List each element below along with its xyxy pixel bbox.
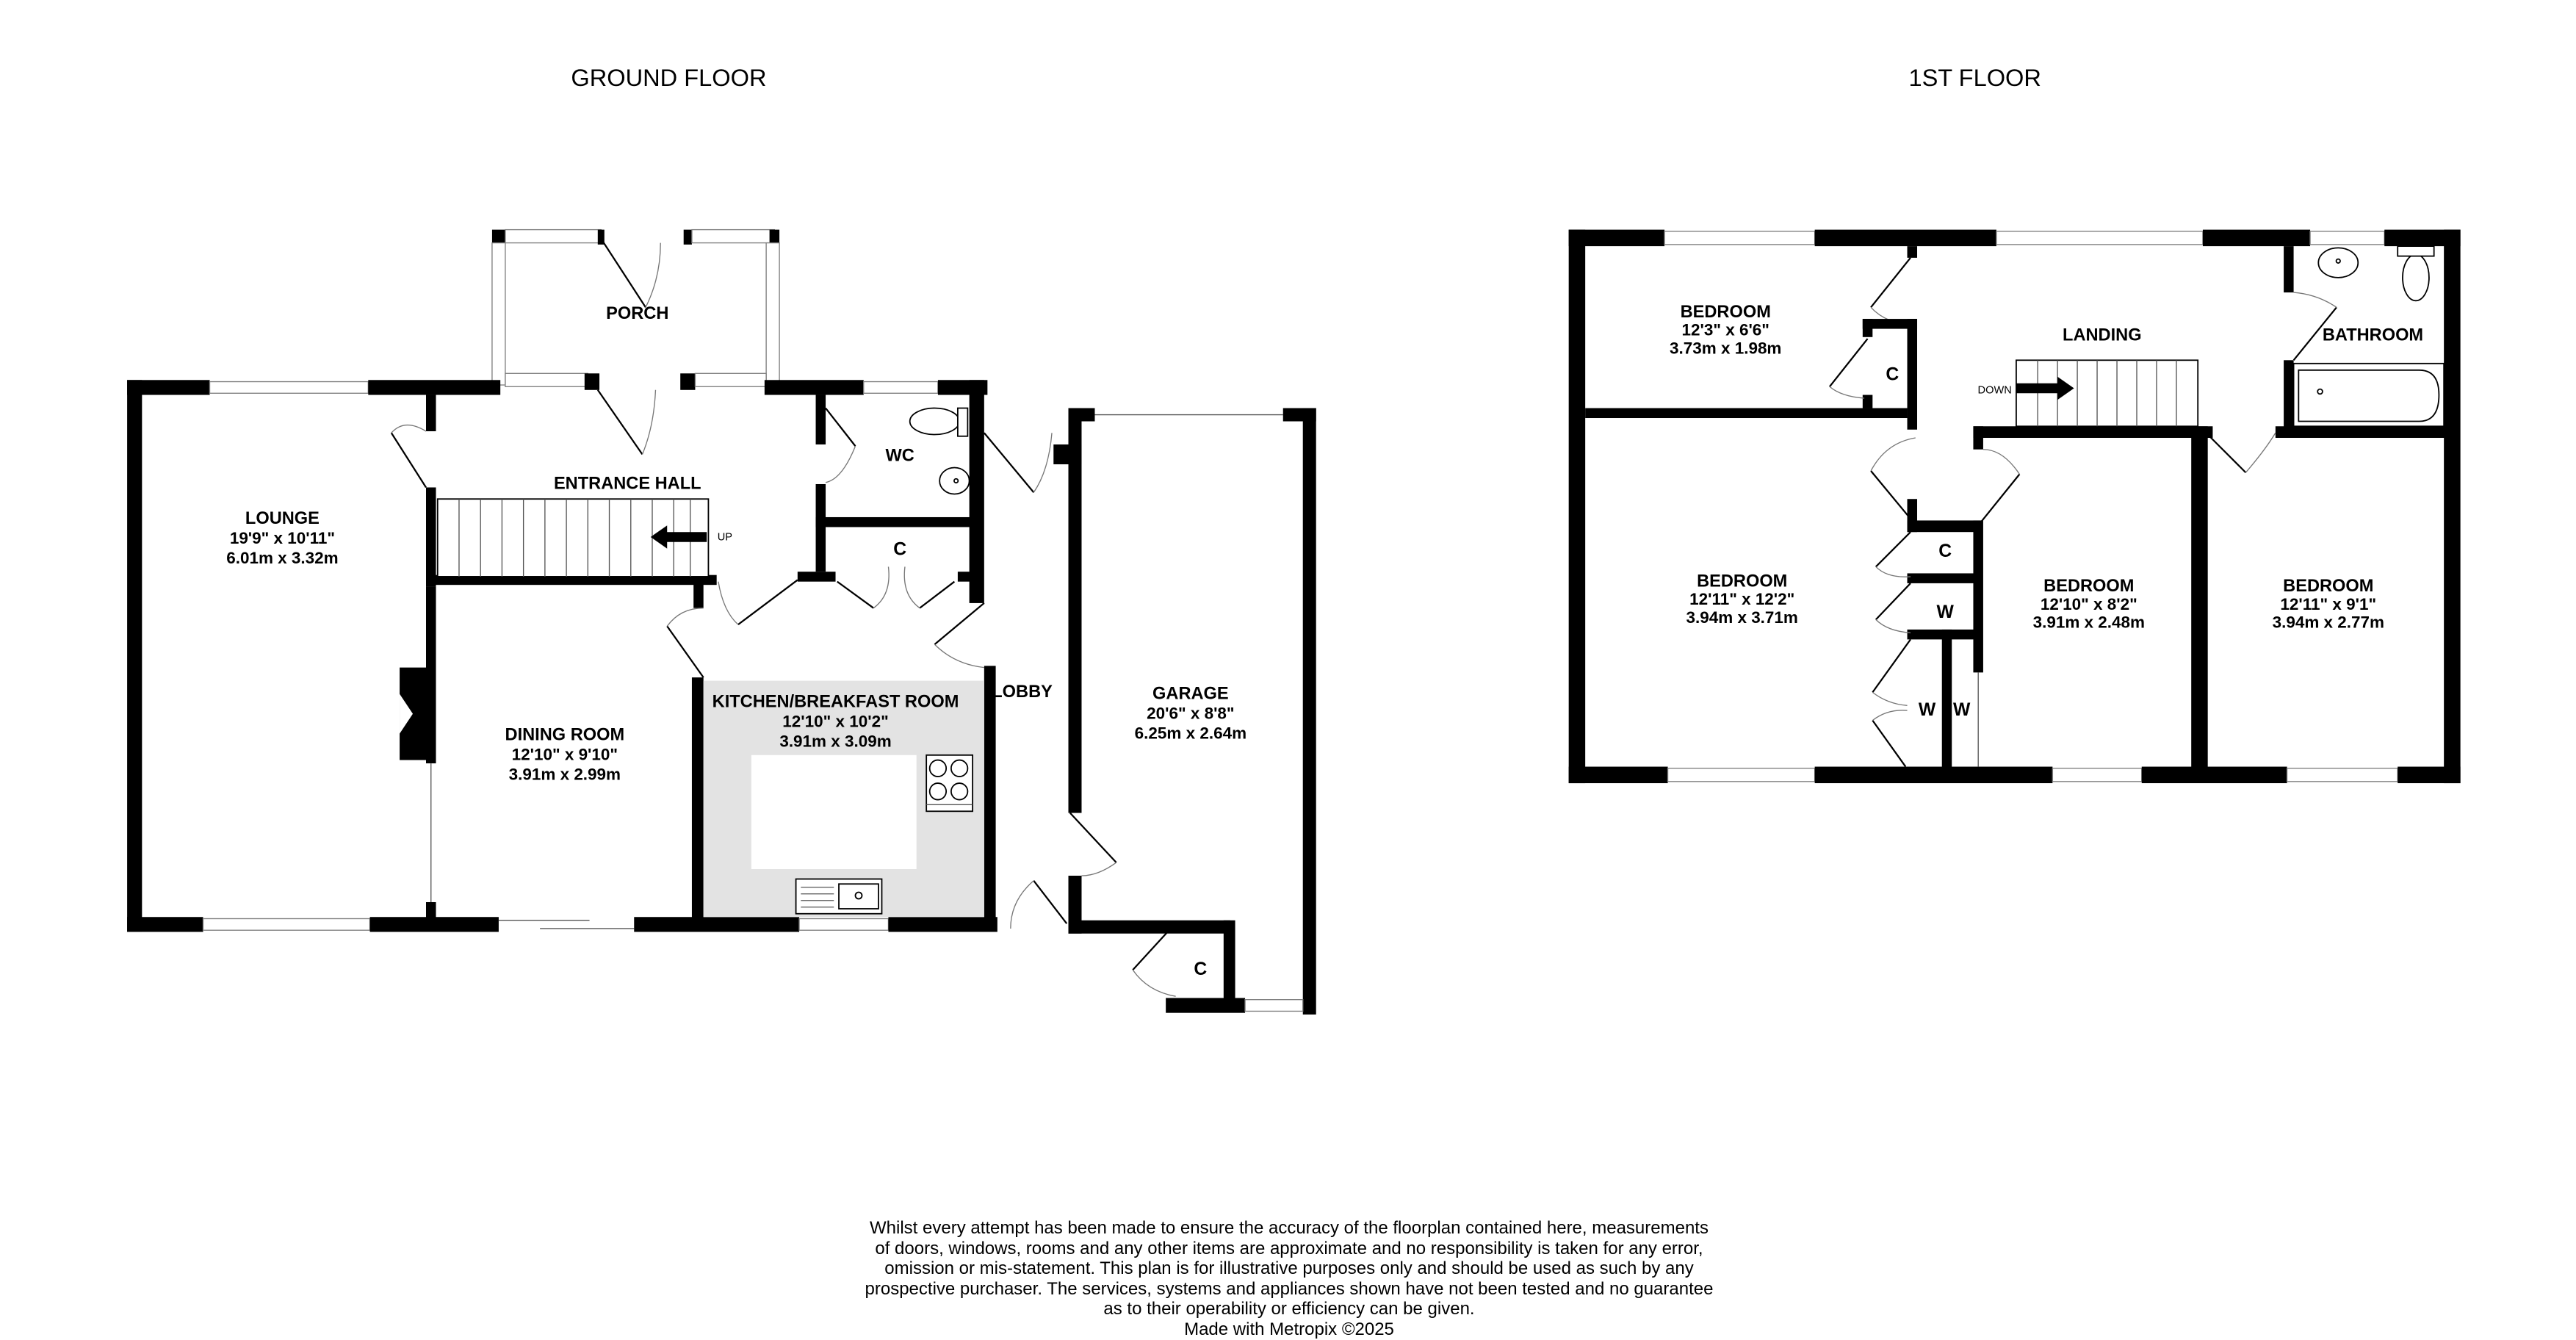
room-label-kitchen: KITCHEN/BREAKFAST ROOM: [712, 693, 959, 712]
room-dim-metric-bedroom-2: 3.94m x 3.71m: [1686, 608, 1798, 627]
room-dim-imperial-dining: 12'10" x 9'10": [512, 746, 618, 764]
room-label-bedroom-3: BEDROOM: [2043, 577, 2134, 596]
arrow-right-icon: [2016, 376, 2074, 400]
room-bedroom-right: BEDROOM 12'11" x 9'1" 3.94m x 2.77m: [2273, 577, 2384, 631]
disclaimer-line: omission or mis-statement. This plan is …: [884, 1258, 1694, 1278]
room-label-bedroom-1: BEDROOM: [1681, 303, 1771, 322]
first-floor-walls: [1568, 229, 2461, 784]
toilet-icon: [909, 407, 969, 437]
first-floor-title: 1ST FLOOR: [1908, 64, 2041, 91]
cupboard-label-garage: C: [1194, 959, 1207, 979]
room-label-lobby: LOBBY: [992, 682, 1053, 702]
room-label-porch: PORCH: [606, 304, 668, 323]
basin-icon: [939, 467, 970, 495]
garage-walls: [1010, 408, 1316, 1015]
disclaimer-line: of doors, windows, rooms and any other i…: [875, 1238, 1703, 1258]
room-dim-metric-bedroom-1: 3.73m x 1.98m: [1670, 339, 1781, 357]
cupboard-label-hall: C: [893, 540, 906, 560]
room-label-landing: LANDING: [2063, 325, 2142, 345]
room-dim-imperial-kitchen: 12'10" x 10'2": [782, 713, 888, 731]
ground-floor-walls: [127, 380, 1053, 932]
room-label-bedroom-2: BEDROOM: [1697, 572, 1787, 591]
room-bedroom-middle: BEDROOM 12'10" x 8'2" 3.91m x 2.48m: [2033, 577, 2145, 631]
room-dim-imperial-bedroom-3: 12'10" x 8'2": [2041, 595, 2137, 613]
basin-icon: [2317, 247, 2359, 278]
room-dim-imperial-bedroom-1: 12'3" x 6'6": [1682, 321, 1769, 339]
arrow-left-icon: [650, 525, 707, 549]
cupboard-label-1: C: [1886, 364, 1899, 384]
disclaimer-line: as to their operability or efficiency ca…: [1103, 1299, 1475, 1319]
ground-floor: GROUND FLOOR PORCH: [127, 64, 1316, 1015]
porch-structure: [491, 228, 780, 455]
room-dim-imperial-bedroom-4: 12'11" x 9'1": [2280, 595, 2376, 613]
disclaimer-line: Whilst every attempt has been made to en…: [870, 1218, 1709, 1238]
wardrobe-label-1: W: [1937, 602, 1955, 622]
bath-icon: [2292, 362, 2445, 428]
credit-line: Made with Metropix ©2025: [1184, 1319, 1394, 1339]
room-label-dining-room: DINING ROOM: [505, 726, 625, 745]
wardrobe-label-2: W: [1919, 700, 1936, 720]
room-label-garage: GARAGE: [1152, 684, 1229, 703]
room-dim-metric-bedroom-3: 3.91m x 2.48m: [2033, 613, 2145, 632]
room-label-wc: WC: [886, 446, 914, 465]
ground-floor-title: GROUND FLOOR: [571, 64, 766, 91]
room-dim-imperial-bedroom-2: 12'11" x 12'2": [1689, 590, 1794, 608]
room-lounge: LOUNGE 19'9" x 10'11" 6.01m x 3.32m: [226, 509, 338, 567]
stairs-down-label: DOWN: [1978, 384, 2012, 396]
disclaimer-line: prospective purchaser. The services, sys…: [865, 1278, 1714, 1299]
room-label-lounge: LOUNGE: [245, 509, 320, 528]
room-dim-metric-bedroom-4: 3.94m x 2.77m: [2273, 613, 2384, 632]
sink-icon: [795, 878, 883, 915]
hob-icon: [926, 754, 974, 813]
room-bedroom-large: BEDROOM 12'11" x 12'2" 3.94m x 3.71m: [1686, 572, 1798, 626]
room-bedroom-small: BEDROOM 12'3" x 6'6" 3.73m x 1.98m: [1670, 303, 1781, 357]
room-dim-metric-garage: 6.25m x 2.64m: [1135, 724, 1246, 742]
room-dim-imperial-lounge: 19'9" x 10'11": [230, 529, 335, 547]
stairs-up-label: UP: [718, 531, 732, 543]
room-label-bedroom-4: BEDROOM: [2283, 577, 2373, 596]
room-kitchen: KITCHEN/BREAKFAST ROOM 12'10" x 10'2" 3.…: [712, 693, 959, 751]
disclaimer: Whilst every attempt has been made to en…: [808, 1218, 1770, 1339]
staircase-down: [2016, 359, 2199, 428]
room-dim-imperial-garage: 20'6" x 8'8": [1147, 704, 1234, 722]
toilet-icon: [2397, 245, 2435, 302]
room-garage: GARAGE 20'6" x 8'8" 6.25m x 2.64m: [1135, 684, 1246, 742]
room-dining: DINING ROOM 12'10" x 9'10" 3.91m x 2.99m: [505, 726, 625, 784]
room-dim-metric-kitchen: 3.91m x 3.09m: [779, 732, 891, 751]
first-floor: 1ST FLOOR: [1568, 64, 2461, 784]
staircase-up: [436, 498, 710, 577]
wardrobe-label-3: W: [1953, 700, 1971, 720]
room-label-bathroom: BATHROOM: [2323, 325, 2423, 345]
room-dim-metric-dining: 3.91m x 2.99m: [509, 766, 621, 784]
room-dim-metric-lounge: 6.01m x 3.32m: [226, 549, 338, 567]
cupboard-label-2: C: [1938, 541, 1952, 561]
room-label-entrance-hall: ENTRANCE HALL: [554, 475, 701, 494]
